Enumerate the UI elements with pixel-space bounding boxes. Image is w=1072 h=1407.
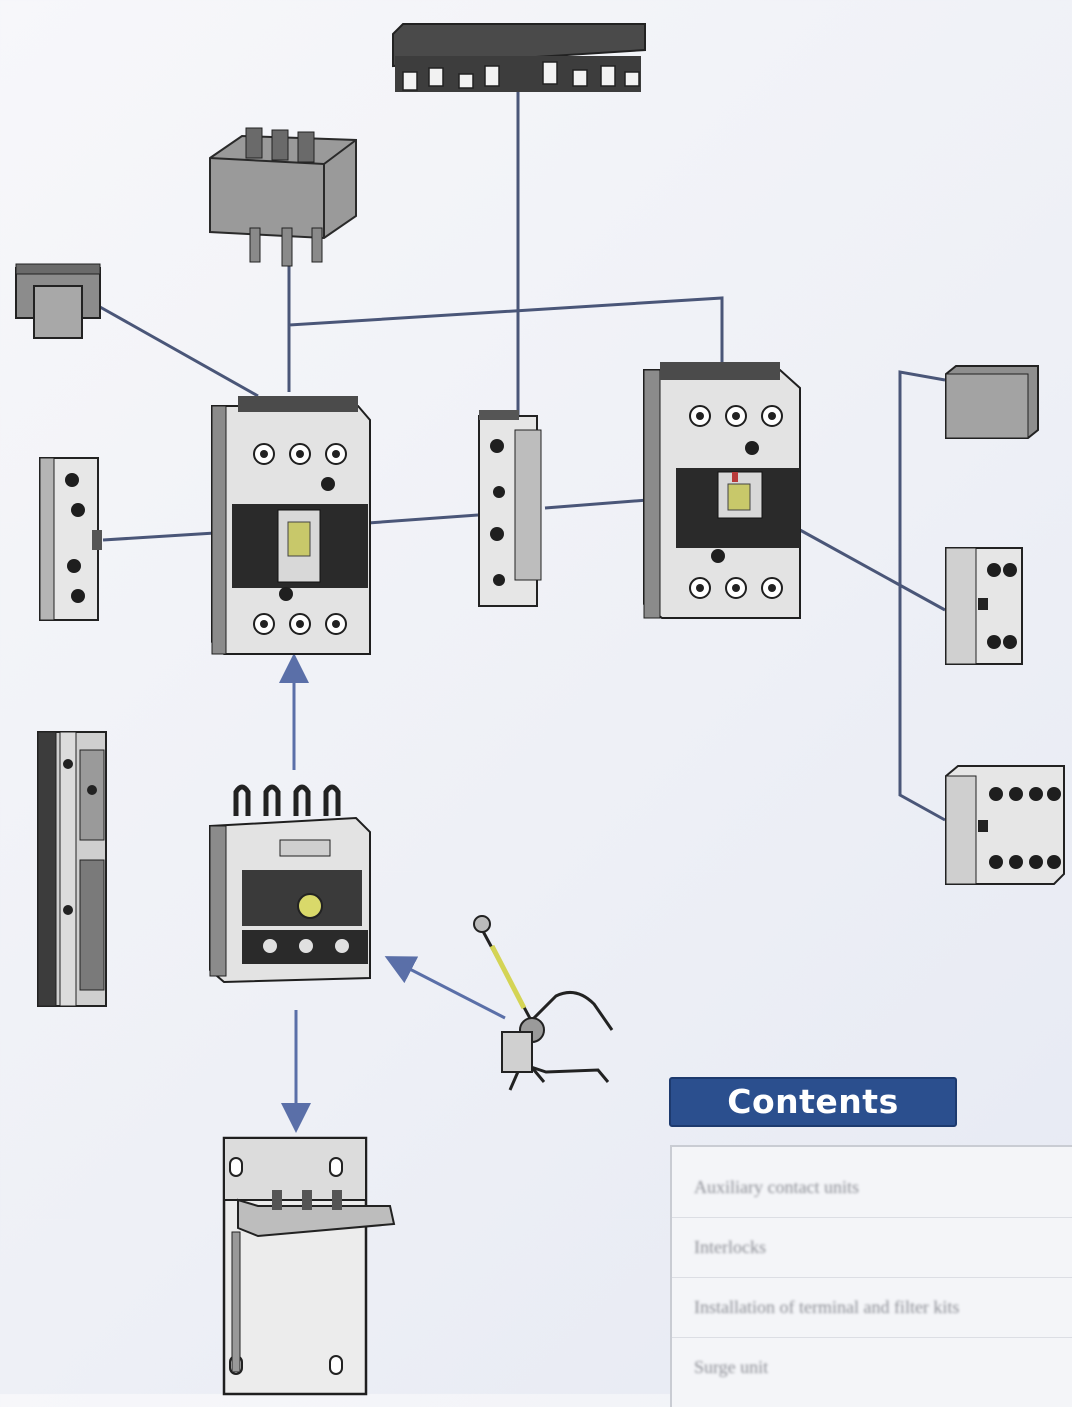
contents-item[interactable]: Installation of terminal and filter kits (694, 1287, 959, 1327)
front-auxiliary-block-2nc[interactable] (944, 546, 1026, 668)
mounting-plate[interactable] (218, 1132, 398, 1394)
contactor-right[interactable] (640, 360, 808, 622)
surge-suppressor[interactable] (14, 262, 104, 344)
contents-item[interactable]: Auxiliary contact units (694, 1167, 859, 1207)
contents-list: Auxiliary contact units Interlocks Insta… (670, 1145, 1072, 1407)
mechanical-interlock[interactable] (475, 410, 549, 610)
link-interlock-right (545, 500, 648, 508)
link-side-aux (103, 533, 215, 540)
contents-item[interactable]: Interlocks (694, 1227, 766, 1267)
contents-item[interactable]: Surge unit (694, 1347, 768, 1387)
contents-divider (672, 1217, 1072, 1218)
timer-module[interactable] (34, 730, 112, 1010)
link-front-aux (800, 530, 945, 610)
thermal-overload-relay[interactable] (206, 778, 374, 986)
front-cover-module[interactable] (944, 364, 1042, 440)
link-surge (100, 307, 258, 396)
contents-button[interactable]: Contents (669, 1077, 957, 1127)
contactor-left[interactable] (208, 392, 376, 658)
front-auxiliary-block-4nc[interactable] (944, 762, 1070, 888)
contents-divider (672, 1277, 1072, 1278)
link-left-interlock (368, 515, 478, 523)
terminal-shield[interactable] (206, 128, 366, 270)
side-auxiliary-block[interactable] (38, 456, 104, 624)
contents-divider (672, 1337, 1072, 1338)
busbar-link[interactable] (389, 16, 651, 100)
remote-reset-device[interactable] (466, 912, 630, 1098)
